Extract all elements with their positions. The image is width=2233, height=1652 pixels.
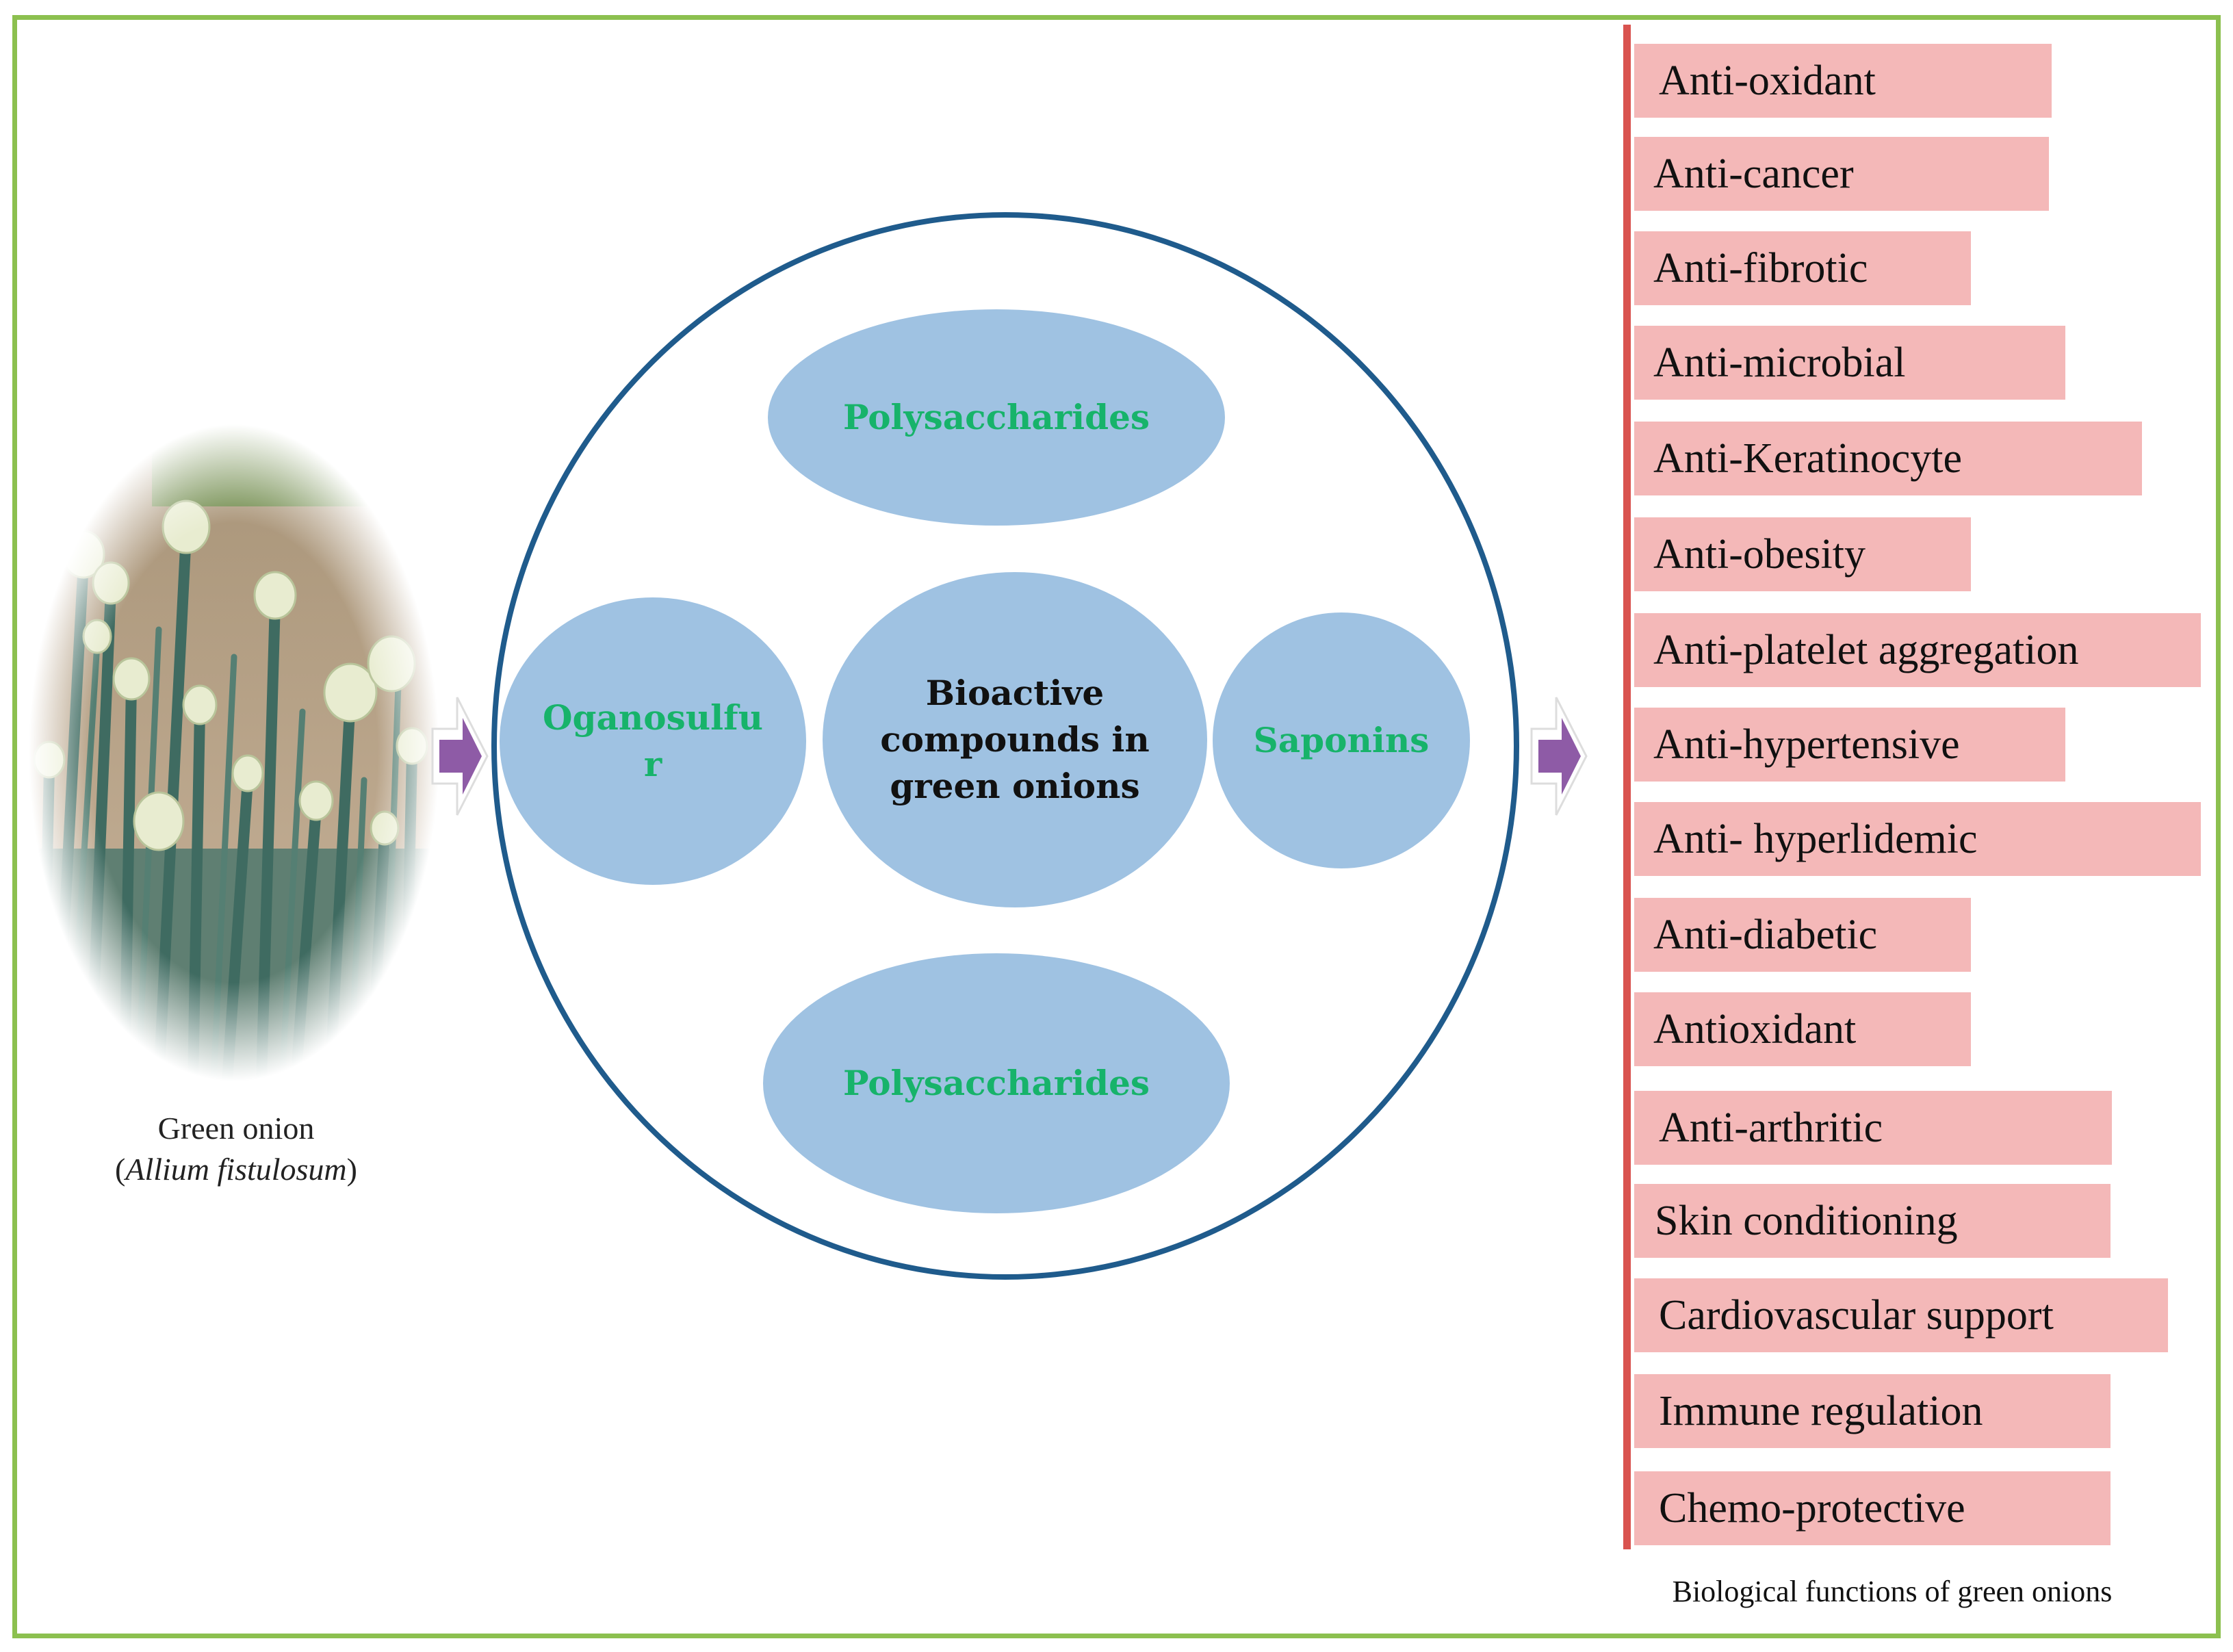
function-item: Anti-microbial (1634, 326, 2065, 400)
function-item: Anti-diabetic (1634, 898, 1971, 972)
photo-scientific-name: (Allium fistulosum) (115, 1152, 357, 1187)
function-item: Anti-arthritic (1634, 1091, 2112, 1165)
compound-right: Saponins (1213, 612, 1470, 868)
function-item: Immune regulation (1634, 1374, 2111, 1448)
center-title-ellipse: Bioactive compounds in green onions (823, 572, 1207, 907)
function-item: Skin conditioning (1634, 1184, 2111, 1258)
function-item: Anti-hypertensive (1634, 708, 2065, 782)
compound-left: Oganosulfu r (500, 597, 806, 885)
function-item: Chemo-protective (1634, 1471, 2111, 1545)
function-item: Anti-Keratinocyte (1634, 422, 2142, 495)
outer-frame (12, 15, 2221, 1638)
functions-divider-line (1623, 25, 1631, 1549)
arrow-right-icon (431, 697, 489, 816)
compound-right-label: Saponins (1253, 720, 1430, 760)
functions-caption: Biological functions of green onions (1672, 1575, 2113, 1608)
function-item: Anti-fibrotic (1634, 231, 1971, 305)
compounds-circle (491, 212, 1519, 1280)
function-item: Antioxidant (1634, 992, 1971, 1066)
compound-top-label: Polysaccharides (842, 397, 1150, 437)
center-title: Bioactive compounds in green onions (880, 673, 1150, 806)
compound-left-label: Oganosulfu r (543, 697, 763, 784)
compound-bottom-label: Polysaccharides (842, 1063, 1150, 1103)
compound-bottom: Polysaccharides (763, 953, 1230, 1213)
compound-top: Polysaccharides (768, 309, 1225, 526)
green-onion-photo (29, 424, 439, 1081)
photo-label: Green onion (157, 1111, 315, 1146)
arrow-right-icon (1530, 697, 1588, 816)
function-item: Anti-obesity (1634, 517, 1971, 591)
function-item: Anti-cancer (1634, 137, 2049, 211)
function-item: Cardiovascular support (1634, 1278, 2168, 1352)
scientific-name-text: Allium fistulosum (125, 1152, 347, 1187)
function-item: Anti-platelet aggregation (1634, 613, 2201, 687)
function-item: Anti- hyperlidemic (1634, 802, 2201, 876)
function-item: Anti-oxidant (1634, 44, 2052, 118)
